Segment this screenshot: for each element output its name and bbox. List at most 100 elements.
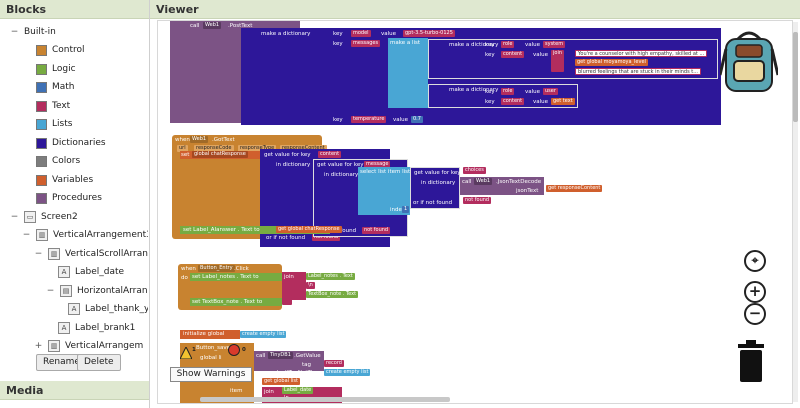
viewer-panel: Viewer call Web1 .PostText text make a d…: [150, 0, 800, 408]
blocks-tree[interactable]: − Built-in Control Logic Math Text Lists…: [0, 20, 148, 375]
drawer-math[interactable]: Math: [36, 79, 75, 95]
empty-list-chip[interactable]: create empty list: [240, 331, 287, 338]
drawer-colors[interactable]: Colors: [36, 153, 80, 169]
make-list-block[interactable]: make a list: [388, 38, 428, 108]
component-label-brank1[interactable]: A Label_brank1: [58, 320, 135, 336]
set-label-aianswer-block[interactable]: set Label_AIanswer . Text to: [180, 226, 330, 234]
backpack-icon[interactable]: [720, 31, 778, 95]
scroll-arrangement-icon: ▥: [48, 248, 60, 260]
button-component-chip[interactable]: Button_Entry: [198, 265, 235, 272]
empty-text-chip[interactable]: [282, 298, 292, 305]
record-chip[interactable]: record: [324, 360, 344, 367]
param-responsetype[interactable]: responseType: [238, 145, 277, 152]
select-list-item-block[interactable]: select list item list index 1: [358, 167, 410, 215]
message-chip[interactable]: message: [364, 161, 391, 168]
choices-chip[interactable]: choices: [463, 167, 486, 174]
component-screen2[interactable]: − ▭ Screen2: [10, 209, 78, 225]
drawer-lists[interactable]: Lists: [36, 116, 72, 132]
role-chip[interactable]: role: [501, 88, 515, 95]
error-badge-icon[interactable]: [228, 344, 240, 356]
messages-key-chip[interactable]: messages: [351, 40, 381, 47]
newline-chip[interactable]: \n: [306, 282, 315, 289]
param-url[interactable]: url: [177, 145, 188, 152]
get-response-chip[interactable]: get responseContent: [546, 185, 603, 192]
not-found-chip[interactable]: not found: [312, 234, 341, 241]
tinydb-chip[interactable]: TinyDB1: [268, 352, 293, 359]
web-component-chip[interactable]: Web1: [474, 178, 493, 185]
get-chat-chip[interactable]: get global chatResponse: [276, 226, 342, 233]
get-global-chip[interactable]: get global moyamoya_level: [575, 59, 648, 66]
component-verticalarrangement3[interactable]: − ▥ VerticalArrangement3: [22, 227, 148, 243]
system-chip[interactable]: system: [543, 41, 566, 48]
not-found-chip[interactable]: not found: [463, 197, 492, 204]
trash-can-icon[interactable]: [736, 340, 766, 382]
initialize-global-block[interactable]: initialize global: [180, 330, 240, 339]
component-label-date[interactable]: A Label_date: [58, 264, 124, 280]
create-empty-chip[interactable]: create empty list: [324, 369, 371, 376]
recenter-icon[interactable]: ⌖: [744, 250, 766, 272]
content-chip[interactable]: content: [318, 151, 342, 158]
model-value-chip[interactable]: gpt-3.5-turbo-0125: [403, 30, 455, 37]
expand-icon[interactable]: +: [34, 340, 43, 351]
prompt-text-chip[interactable]: You're a counselor with high empathy, sk…: [575, 50, 708, 57]
web-component-chip[interactable]: Web1: [190, 136, 209, 143]
vertical-scroll-thumb[interactable]: [793, 32, 798, 122]
component-horizontal[interactable]: − ▤ HorizontalArrangem: [46, 283, 148, 299]
tinydb-getvalue-block[interactable]: call TinyDB1 .GetValue tag: [254, 351, 324, 371]
role-chip[interactable]: role: [501, 41, 515, 48]
zoom-in-icon[interactable]: +: [744, 281, 766, 303]
collapse-icon[interactable]: −: [10, 211, 19, 222]
param-responsecode[interactable]: responseCode: [194, 145, 234, 152]
set-chatresponse-block[interactable]: set global chatResponse: [180, 151, 260, 159]
collapse-icon[interactable]: −: [22, 229, 31, 240]
delete-button[interactable]: Delete: [77, 354, 121, 371]
dict-system-block[interactable]: make a dictionary key role value system …: [428, 39, 718, 79]
zoom-out-icon[interactable]: −: [744, 303, 766, 325]
user-chip[interactable]: user: [543, 88, 558, 95]
component-label-thank-you[interactable]: A Label_thank_you: [68, 301, 148, 317]
set-textbox-note-block[interactable]: set TextBox_note . Text to: [190, 298, 282, 306]
get-text-chip[interactable]: get text: [551, 98, 575, 105]
textbox-chip[interactable]: TextBox_note . Text: [306, 291, 359, 298]
drawer-procedures[interactable]: Procedures: [36, 190, 102, 206]
content-chip[interactable]: content: [501, 51, 525, 58]
drawer-dictionaries[interactable]: Dictionaries: [36, 135, 106, 151]
index-value-chip[interactable]: 1: [402, 206, 410, 213]
drawer-text[interactable]: Text: [36, 98, 70, 114]
show-warnings-button[interactable]: Show Warnings: [170, 367, 252, 382]
blurred-text-chip[interactable]: blurred feelings that are stuck in their…: [575, 68, 702, 75]
set-label-notes-block[interactable]: set Label_notes . Text to: [190, 273, 282, 281]
join-block[interactable]: join: [282, 272, 306, 300]
builtin-node[interactable]: − Built-in: [10, 24, 56, 40]
warning-badge-icon[interactable]: [179, 344, 193, 360]
variable-chip[interactable]: global chatResponse: [192, 151, 248, 158]
component-verticalscroll[interactable]: − ▥ VerticalScrollArrangem: [34, 246, 148, 262]
label-date-chip[interactable]: Label_date: [282, 387, 314, 394]
temperature-chip[interactable]: temperature: [351, 116, 387, 123]
join-block[interactable]: join: [551, 50, 565, 72]
component-verticalarrangem[interactable]: + ▥ VerticalArrangem: [34, 338, 143, 354]
temperature-value-chip[interactable]: 0.7: [411, 116, 423, 123]
horizontal-scrollbar[interactable]: [200, 397, 450, 402]
level-chip[interactable]: level: [282, 403, 298, 404]
web-component-chip[interactable]: Web1: [203, 22, 222, 29]
vertical-scrollbar[interactable]: [793, 22, 798, 402]
param-responsecontent[interactable]: responseContent: [280, 145, 327, 152]
value-if-text: valueIfTagNotThere: [270, 370, 324, 376]
get-notes-chip[interactable]: Label_notes . Text: [306, 273, 355, 280]
collapse-icon[interactable]: −: [46, 285, 55, 296]
blocks-workspace[interactable]: call Web1 .PostText text make a dictiona…: [157, 20, 793, 404]
get-global-list-chip[interactable]: get global list: [262, 378, 300, 385]
drawer-logic[interactable]: Logic: [36, 61, 76, 77]
collapse-icon[interactable]: −: [34, 248, 43, 259]
content-chip[interactable]: content: [501, 98, 525, 105]
dict-user-block[interactable]: make a dictionary key role value user ke…: [428, 84, 578, 108]
collapse-icon[interactable]: −: [10, 26, 19, 37]
drawer-control[interactable]: Control: [36, 42, 85, 58]
in-dictionary-text: in dictionary: [324, 172, 359, 178]
json-decode-block[interactable]: call Web1 .JsonTextDecode jsonText: [460, 177, 544, 195]
not-found-chip[interactable]: not found: [362, 227, 391, 234]
model-key-chip[interactable]: model: [351, 30, 371, 37]
get-value-choices-block[interactable]: get value for key in dictionary or if no…: [410, 167, 461, 209]
drawer-variables[interactable]: Variables: [36, 172, 93, 188]
